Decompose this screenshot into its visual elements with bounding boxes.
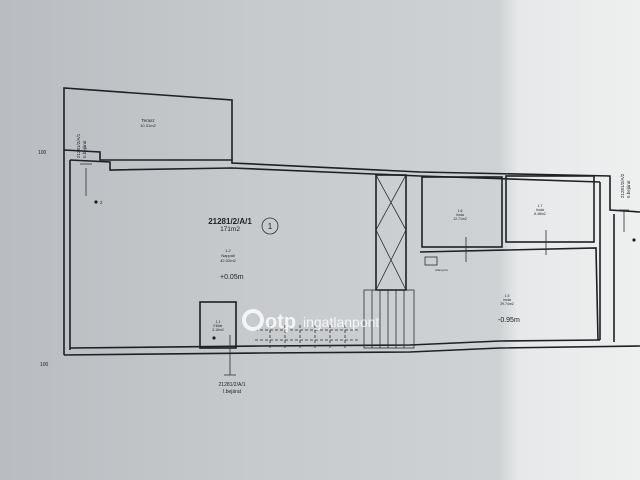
entrance-2-marker (80, 163, 92, 196)
left-wall (63, 150, 71, 355)
inner-wall-top (69, 159, 601, 183)
room-b-area: 8.48m2 (534, 212, 546, 216)
entrance-2-label: II.bejárat (82, 140, 87, 158)
stair (363, 289, 415, 349)
room-1-6 (421, 176, 503, 248)
unit-marker-circle (261, 217, 279, 235)
room-1-1 (199, 301, 237, 349)
watermark-brand: otp (265, 311, 296, 333)
living-level: +0.05m (220, 274, 244, 281)
terrace-name: Terasz (141, 118, 155, 123)
point-label: 2 (100, 200, 103, 205)
room-1-7 (505, 175, 595, 243)
entrance-2-id: 21281/2/A/1 (76, 133, 81, 158)
meter-box (424, 256, 438, 266)
room-a-area: 12.71m2 (453, 217, 467, 221)
terrace-outline (63, 87, 233, 160)
unit-marker: 1 (268, 222, 273, 231)
meter-label: villanyóra (435, 268, 448, 272)
room-b-number: 1.7 (538, 204, 543, 208)
room-b-name: Iroda (536, 208, 544, 212)
entrance-1-marker (224, 335, 236, 376)
room-c-name: Iroda (503, 298, 511, 302)
room-c-area: 29.74m2 (500, 302, 514, 306)
otp-watermark: otp ingatlanpont (242, 309, 379, 333)
room-a-number: 1.6 (458, 209, 463, 213)
unit-id: 21281/2/A/1 (208, 217, 252, 226)
bottom-wall (63, 339, 640, 356)
entrance-1-id: 21281/2/A/1 (219, 382, 246, 388)
room-a-name: Iroda (456, 213, 464, 217)
outer-wall (63, 149, 640, 213)
living-number: 1.2 (225, 248, 231, 253)
shaft-cross (375, 174, 407, 291)
watermark-text: ingatlanpont (303, 314, 379, 330)
dimension-mark: 100 (40, 362, 49, 368)
living-name: Nappali (221, 253, 235, 258)
entrance-other-marker (619, 209, 629, 232)
dimension-mark: 100 (38, 150, 47, 156)
room-small-name: Előtér (213, 324, 223, 328)
room-small-number: 1.1 (216, 320, 221, 324)
room-1-5 (419, 247, 599, 341)
entrance-other-label: II.bejárat (626, 180, 631, 198)
right-wall (599, 182, 615, 342)
entrance-other-id: 21281/2/A/2 (620, 173, 625, 198)
living-area: 42.02m2 (220, 258, 236, 263)
shaft (375, 174, 407, 291)
room-c-level: -0.95m (498, 317, 520, 324)
terrace-area: 10.31m2 (140, 123, 156, 128)
entrance-1-label: I.bejárat (223, 389, 242, 395)
room-small-area: 3.16m2 (212, 328, 224, 332)
room-c-number: 1.5 (505, 294, 510, 298)
otp-logo-icon (242, 309, 264, 331)
unit-area: 171m2 (220, 226, 240, 233)
